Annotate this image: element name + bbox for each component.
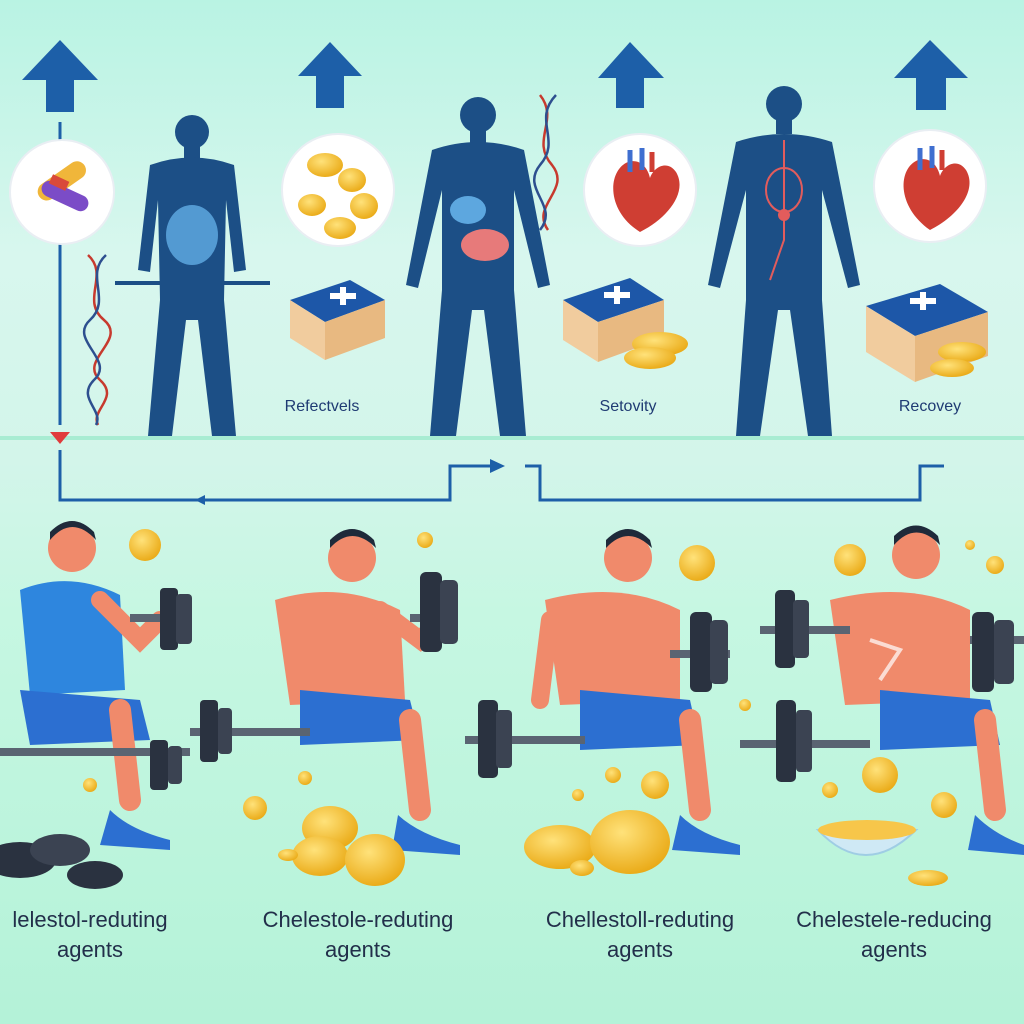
circulation-icon (765, 140, 803, 281)
dumbbell-icon (760, 590, 850, 668)
athlete-figure (531, 529, 740, 855)
agent-label-line2: agents (324, 937, 392, 962)
horizon-line (0, 436, 1024, 440)
coin-stack-icon (524, 810, 670, 876)
organ-icon (450, 196, 509, 261)
left-arrow-icon (195, 495, 205, 505)
medical-book-icon (866, 284, 988, 382)
dumbbell-icon (970, 612, 1024, 692)
stage-label: Refectvels (284, 398, 360, 415)
dna-icon (533, 94, 559, 231)
pill-circle-icon (9, 139, 115, 245)
dumbbell-icon (410, 572, 458, 652)
body-silhouette (406, 97, 550, 436)
dumbbell-icon (0, 740, 190, 790)
dumbbell-icon (670, 612, 730, 692)
agent-label-line2: agents (860, 937, 928, 962)
coin-icon (83, 529, 1004, 820)
digestive-system-icon (166, 205, 218, 265)
agent-label-line2: agents (56, 937, 124, 962)
up-arrow-icon (894, 40, 968, 110)
up-arrow-icon (298, 42, 362, 108)
stage-label: Recovey (898, 398, 962, 415)
dumbbell-icon (740, 700, 870, 782)
dumbbell-icon (190, 700, 310, 762)
weight-plates-icon (0, 834, 123, 889)
coin-stack-icon (278, 806, 405, 886)
agent-label: Chellestoll-reduting agents (510, 905, 770, 965)
dumbbell-icon (465, 700, 585, 778)
dumbbell-icon (130, 588, 192, 650)
agent-label: Chelestele-reducing agents (764, 905, 1024, 965)
agent-label: lelestol-reduting agents (0, 905, 220, 965)
athlete-figure (20, 521, 170, 850)
up-arrow-icon (598, 42, 664, 108)
down-arrow-icon (50, 432, 70, 444)
agent-label-line1: Chelestele-reducing (796, 907, 992, 932)
agent-label-line1: Chellestoll-reduting (545, 907, 735, 932)
agent-label: Chelestole-reduting agents (228, 905, 488, 965)
agent-label-line1: Chelestole-reduting (262, 907, 454, 932)
heart-circle-icon (873, 129, 987, 243)
agent-label-line2: agents (606, 937, 674, 962)
up-arrow-icon (22, 40, 98, 112)
body-silhouette (138, 115, 246, 436)
stage-label: Setovity (599, 398, 657, 415)
body-silhouette (708, 86, 860, 436)
bowl-icon (815, 820, 948, 886)
dna-icon (82, 254, 112, 426)
medical-book-icon (290, 280, 385, 360)
heart-circle-icon (583, 133, 697, 247)
coins-circle-icon (281, 133, 395, 247)
athlete-figure (830, 525, 1024, 855)
medical-book-icon (563, 278, 688, 369)
agent-label-line1: lelestol-reduting (12, 907, 168, 932)
right-arrow-icon (490, 459, 505, 473)
